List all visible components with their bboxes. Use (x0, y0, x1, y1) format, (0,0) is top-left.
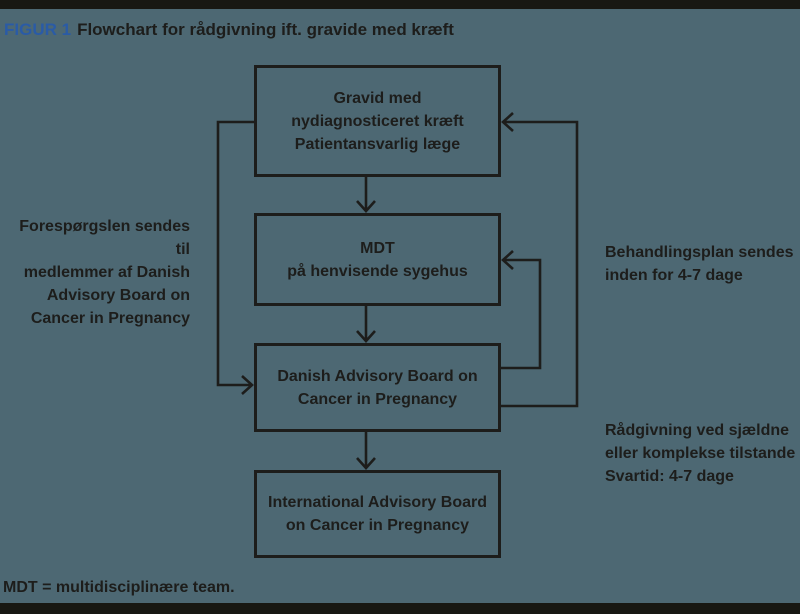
annotation-line: eller komplekse tilstande (605, 445, 796, 462)
node-text-line: på henvisende sygehus (287, 262, 468, 280)
top-border-bar (0, 0, 800, 9)
annotation-line: Rådgivning ved sjældne (605, 422, 790, 439)
node-text-line: on Cancer in Pregnancy (285, 517, 470, 534)
flow-node-patient: Gravid med nydiagnosticeret kræft Patien… (254, 65, 501, 177)
annotation-line: Advisory Board on (46, 287, 190, 304)
annotation-left-request: Forespørgslen sendes til medlemmer af Da… (10, 215, 190, 330)
flow-node-danish-board: Danish Advisory Board on Cancer in Pregn… (254, 343, 501, 432)
node-text-line: Danish Advisory Board on (277, 367, 478, 385)
annotation-line: inden for 4-7 dage (605, 267, 743, 284)
node-text-line: Cancer in Pregnancy (297, 390, 458, 408)
figure-title-text: Flowchart for rådgivning ift. gravide me… (77, 20, 454, 39)
node-text-line: Patientansvarlig læge (294, 135, 461, 153)
arrow-patient-to-mdt (356, 177, 376, 213)
right-inner-feedback-loop (501, 250, 542, 370)
left-feedback-loop (216, 120, 254, 395)
figure-footnote: MDT = multidisciplinære team. (3, 579, 235, 596)
node-text-line: Gravid med (333, 89, 422, 107)
node-text-line: nydiagnosticeret kræft (291, 112, 464, 130)
figure-label: FIGUR 1 (4, 20, 72, 39)
bottom-border-bar (0, 603, 800, 614)
annotation-line: Behandlingsplan sendes (605, 244, 794, 261)
annotation-line: Cancer in Pregnancy (30, 310, 190, 327)
annotation-line: medlemmer af Danish (23, 264, 190, 281)
annotation-line: Forespørgslen sendes til (19, 218, 190, 258)
flow-node-mdt: MDT på henvisende sygehus (254, 213, 501, 306)
annotation-right-advice: Rådgivning ved sjældne eller komplekse t… (605, 419, 795, 488)
flow-node-international-board: International Advisory Board on Cancer i… (254, 470, 501, 558)
arrow-danish-board-to-international-board (356, 431, 376, 470)
node-text-line: MDT (360, 239, 395, 257)
node-text-line: International Advisory Board (268, 494, 487, 511)
annotation-line: Svartid: 4-7 dage (605, 468, 734, 485)
annotation-right-treatment-plan: Behandlingsplan sendes inden for 4-7 dag… (605, 241, 793, 287)
figure-title: FIGUR 1 Flowchart for rådgivning ift. gra… (4, 20, 454, 40)
arrow-mdt-to-danish-board (356, 306, 376, 343)
right-outer-feedback-loop (501, 112, 579, 408)
